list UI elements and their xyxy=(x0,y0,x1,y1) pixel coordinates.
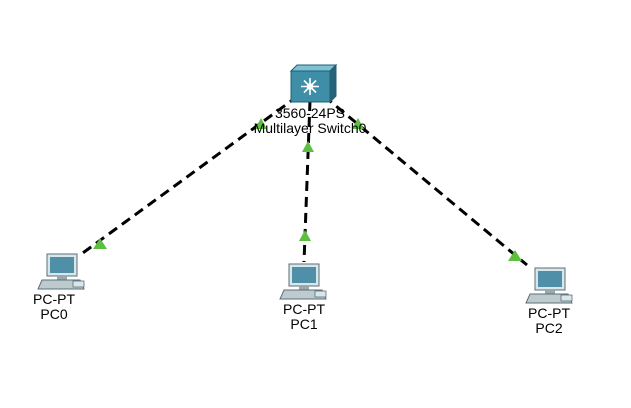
device-name: PC2 xyxy=(535,320,563,336)
device-label-pc1[interactable]: PC-PT PC1 xyxy=(274,302,334,332)
device-model: PC-PT xyxy=(283,301,325,317)
device-name: PC0 xyxy=(40,306,68,322)
link-status-indicator xyxy=(302,141,314,152)
link-status-indicator xyxy=(255,118,267,129)
link-status-indicator xyxy=(352,118,364,129)
pc-icon[interactable] xyxy=(37,253,85,290)
link-status-indicator xyxy=(299,230,311,241)
link-status-indicator xyxy=(93,238,107,249)
device-model: PC-PT xyxy=(33,291,75,307)
device-model: PC-PT xyxy=(528,305,570,321)
device-name: Multilayer Switch0 xyxy=(253,120,367,136)
link-switch-pc2[interactable] xyxy=(323,94,528,267)
device-label-switch[interactable]: 3560-24PS Multilayer Switch0 xyxy=(240,106,380,136)
device-model: 3560-24PS xyxy=(274,105,346,121)
link-switch-pc0[interactable] xyxy=(79,94,299,257)
device-label-pc0[interactable]: PC-PT PC0 xyxy=(24,292,84,322)
link-status-indicator xyxy=(508,250,522,261)
multilayer-switch-icon[interactable] xyxy=(289,63,338,104)
pc-icon[interactable] xyxy=(279,263,327,300)
device-name: PC1 xyxy=(290,316,318,332)
device-label-pc2[interactable]: PC-PT PC2 xyxy=(519,306,579,336)
pc-icon[interactable] xyxy=(525,267,573,304)
